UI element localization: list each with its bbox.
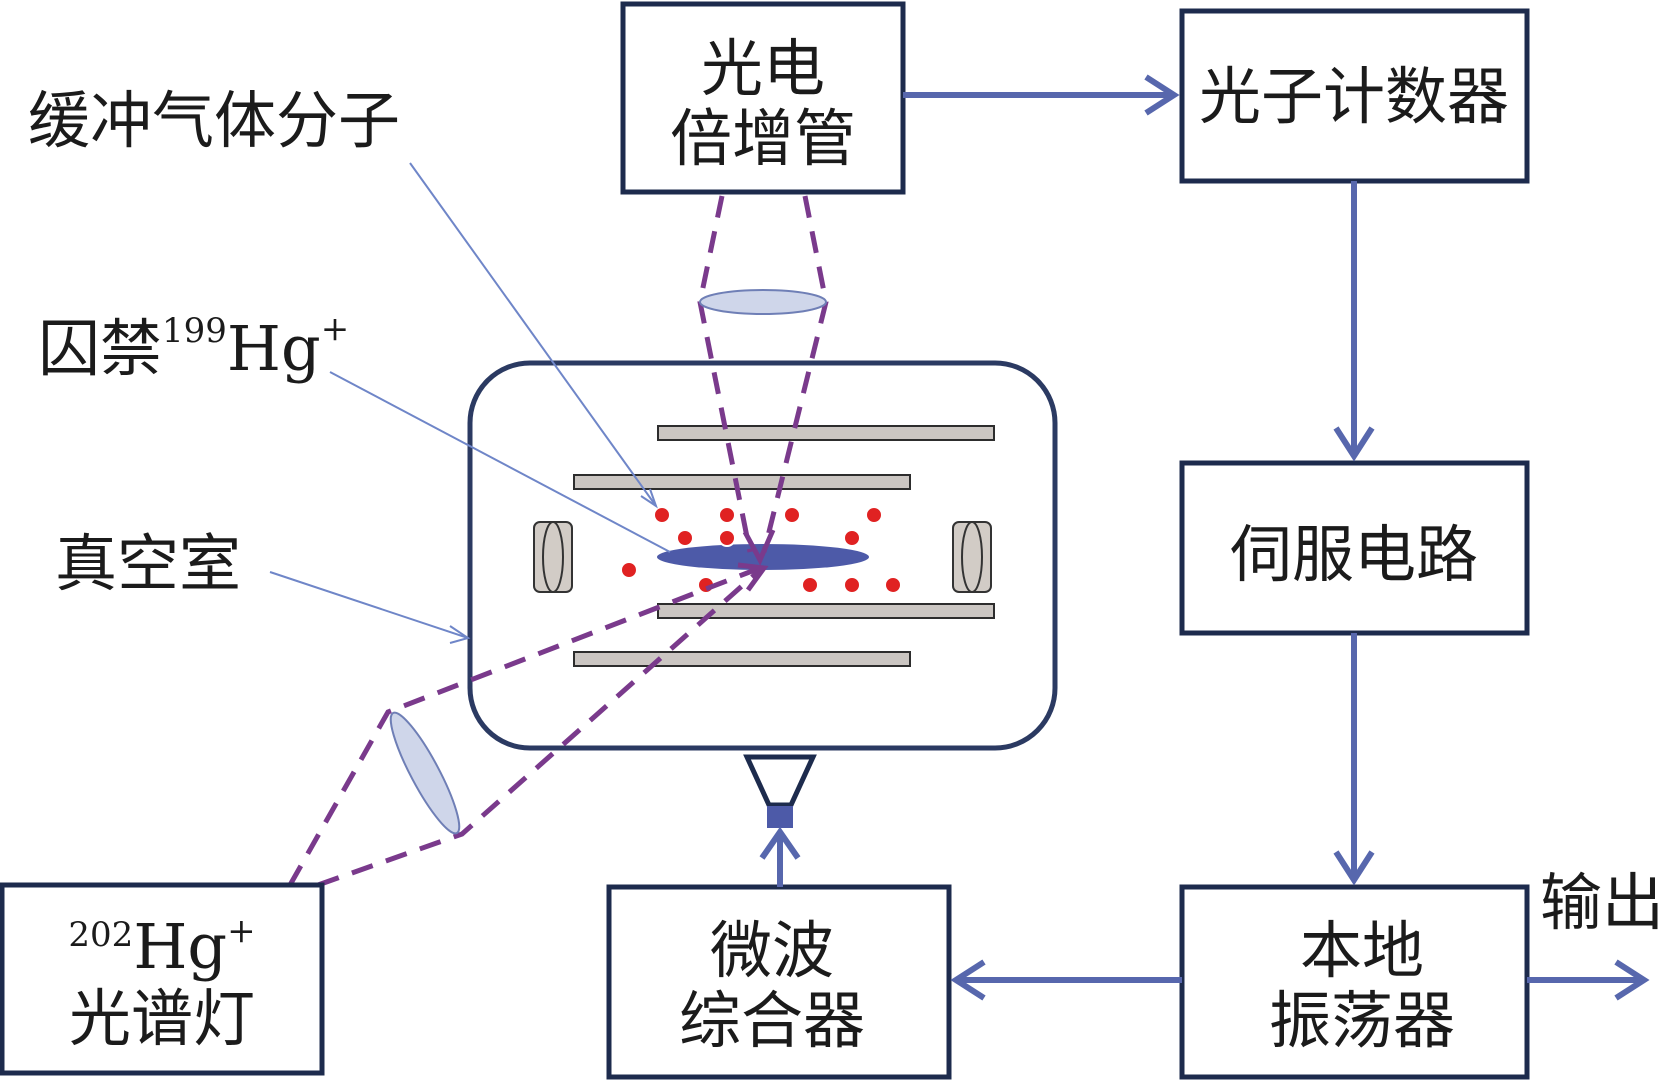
trap-endcap-right	[952, 521, 992, 593]
trap-plate-bottom-lower	[573, 651, 911, 667]
arrow-servo-to-lo	[1333, 633, 1375, 886]
lamp-block: 202Hg+ 光谱灯	[0, 882, 325, 1076]
buffer-gas-leader-head	[640, 488, 658, 509]
buffer-gas-label: 缓冲气体分子	[28, 84, 400, 157]
trapped-ion-label: 囚禁199Hg+	[38, 309, 349, 385]
trap-endcap-left	[533, 521, 573, 593]
gas-molecule	[620, 561, 638, 579]
gas-molecule	[843, 576, 861, 594]
gas-molecule	[653, 506, 671, 524]
trapped-charge: +	[321, 309, 350, 349]
beam-arrowhead	[737, 562, 769, 592]
lo-label-line2: 振荡器	[1269, 984, 1455, 1057]
arrow-output	[1527, 959, 1650, 1001]
collection-lens	[699, 289, 827, 315]
lamp-charge: +	[227, 911, 256, 951]
arrow-counter-to-servo	[1333, 181, 1375, 462]
lamp-mass-number: 202	[68, 915, 133, 955]
lo-label-line1: 本地	[1300, 914, 1424, 987]
lamp-label-line1: 202Hg+	[68, 910, 255, 983]
synth-label-line1: 微波	[710, 914, 834, 987]
trapped-mass-number: 199	[162, 311, 227, 351]
gas-molecule	[884, 576, 902, 594]
microwave-horn	[743, 754, 817, 828]
trapped-prefix: 囚禁	[38, 312, 162, 385]
local-oscillator-block: 本地 振荡器	[1179, 884, 1530, 1080]
output-label: 输出	[1540, 866, 1664, 939]
trapped-ion-leader	[329, 371, 671, 553]
buffer-gas-leader	[409, 162, 657, 507]
trap-plate-top-lower	[573, 474, 911, 490]
gas-molecule	[783, 506, 801, 524]
gas-molecule	[865, 506, 883, 524]
pump-beam	[287, 565, 762, 888]
gas-molecule	[718, 529, 736, 547]
arrow-pmt-to-counter	[903, 74, 1180, 116]
vacuum-leader-head	[449, 625, 471, 644]
trap-plate-top-upper	[657, 425, 995, 441]
gas-molecule	[718, 506, 736, 524]
trapped-element: Hg	[227, 312, 321, 385]
servo-label: 伺服电路	[1230, 518, 1478, 591]
vacuum-leader	[269, 571, 469, 639]
lamp-label-line2: 光谱灯	[69, 982, 255, 1055]
pmt-label-line2: 倍增管	[670, 102, 856, 175]
synth-label-line2: 综合器	[679, 984, 865, 1057]
photon-counter-block: 光子计数器	[1179, 8, 1530, 184]
photon-counter-label: 光子计数器	[1199, 60, 1509, 133]
buffer-gas-molecules	[620, 506, 902, 594]
gas-molecule	[843, 529, 861, 547]
pmt-label-line1: 光电	[701, 32, 825, 105]
gas-molecule	[801, 576, 819, 594]
vacuum-label: 真空室	[55, 527, 241, 600]
lamp-element: Hg	[133, 910, 227, 983]
beam-arrowhead	[742, 529, 776, 566]
arrow-lo-to-synth	[950, 959, 1182, 1001]
pump-lens	[389, 711, 461, 835]
microwave-synth-block: 微波 综合器	[606, 884, 952, 1080]
arrow-synth-to-horn	[759, 826, 801, 887]
pmt-block: 光电 倍增管	[620, 1, 906, 195]
gas-molecule	[676, 529, 694, 547]
trap-plate-bottom-upper	[657, 603, 995, 619]
servo-block: 伺服电路	[1179, 460, 1530, 636]
